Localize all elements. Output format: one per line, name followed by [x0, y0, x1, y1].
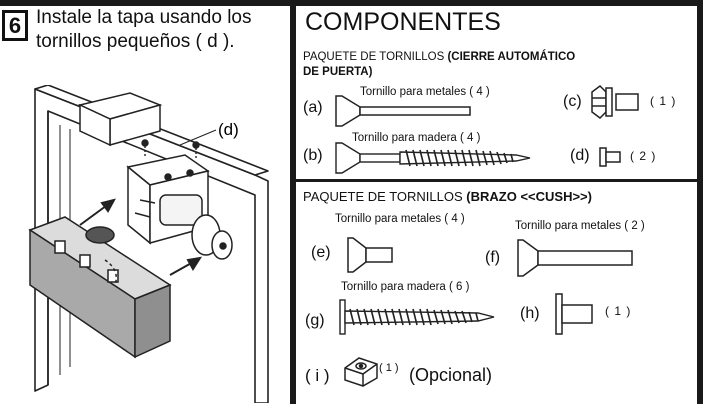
callout-d: (d)	[218, 120, 239, 139]
cush-pack-title-bold: (BRAZO <<CUSH>>)	[466, 189, 592, 204]
closer-body	[126, 154, 233, 260]
item-f-desc: Tornillo para metales ( 2 )	[515, 220, 645, 232]
item-g-wood-screw-icon	[339, 299, 495, 335]
item-f-letter: (f)	[485, 249, 501, 266]
screws-d	[141, 129, 217, 159]
panel-divider	[290, 6, 296, 404]
instruction-line-2: tornillos pequeños ( d ).	[36, 31, 235, 52]
item-c-qty: ( 1 )	[650, 94, 677, 108]
item-i-optional-note: (Opcional)	[409, 365, 493, 385]
item-g-desc: Tornillo para madera ( 6 )	[341, 281, 470, 293]
closer-pack-title-prefix: PAQUETE DE TORNILLOS	[303, 51, 448, 63]
item-g-letter: (g)	[305, 312, 325, 329]
cush-pack-title-prefix: PAQUETE DE TORNILLOS	[303, 189, 467, 204]
item-i-qty: ( 1 )	[379, 362, 399, 374]
item-e-letter: (e)	[311, 244, 331, 261]
item-d-small-screw-icon	[599, 147, 621, 167]
top-border	[0, 0, 703, 6]
closer-cover	[28, 216, 172, 359]
item-d-qty: ( 2 )	[630, 149, 657, 163]
assembly-arrows	[79, 198, 203, 276]
item-i-spacer-block-icon	[344, 357, 378, 387]
item-e-machine-screw-icon	[347, 237, 393, 273]
closer-pack-title-bold: (CIERRE AUTOMÁTICO	[447, 51, 576, 63]
closer-pack-title-line2: DE PUERTA)	[303, 66, 373, 78]
installation-illustration: (d)	[28, 85, 269, 403]
item-c-bolt-washer-icon	[591, 85, 639, 119]
item-f-machine-screw-icon	[517, 239, 633, 277]
bracket-block	[77, 92, 163, 147]
item-a-desc: Tornillo para metales ( 4 )	[360, 86, 490, 98]
item-a-letter: (a)	[303, 99, 323, 116]
item-h-letter: (h)	[520, 305, 540, 322]
right-border	[697, 6, 703, 404]
closer-pack-title: PAQUETE DE TORNILLOS (CIERRE AUTOMÁTICO	[303, 51, 576, 64]
item-h-qty: ( 1 )	[605, 304, 632, 318]
section-divider	[296, 179, 697, 182]
item-i-letter: ( i )	[305, 366, 330, 385]
instruction-line-1: Instale la tapa usando los	[36, 7, 252, 28]
item-b-letter: (b)	[303, 147, 323, 164]
item-e-desc: Tornillo para metales ( 4 )	[335, 213, 465, 225]
item-d-letter: (d)	[570, 147, 590, 164]
cush-pack-title: PAQUETE DE TORNILLOS (BRAZO <<CUSH>>)	[303, 190, 592, 203]
item-b-wood-screw-icon	[335, 142, 531, 174]
item-b-desc: Tornillo para madera ( 4 )	[352, 132, 481, 144]
item-a-machine-screw-icon	[335, 95, 471, 127]
step-number-box: 6	[2, 10, 28, 41]
item-h-screw-icon	[555, 293, 593, 335]
components-heading: COMPONENTES	[305, 8, 501, 36]
item-c-letter: (c)	[563, 93, 582, 110]
step-number: 6	[8, 12, 22, 38]
